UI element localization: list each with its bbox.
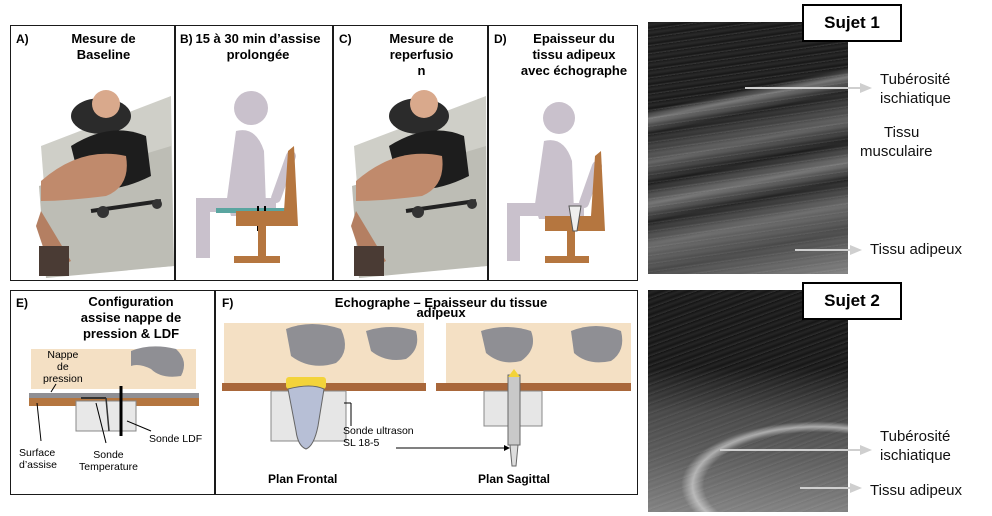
probe-label-line1: Sonde ultrason	[343, 425, 414, 437]
pressure-setup-diagram	[29, 346, 199, 444]
panel-f-title: Echographe – Epaisseur du tissue adipeux	[276, 295, 606, 321]
panel-d-title: Epaisseur du tissu adipeux avec échograp…	[511, 31, 637, 79]
surface-label-line1: Surface	[19, 447, 56, 459]
subject1-muscle-line1: Tissu	[884, 124, 920, 141]
panel-f-letter: F)	[222, 296, 234, 310]
seated-person-icon	[196, 91, 298, 263]
panel-e-title-line3: pression & LDF	[82, 326, 180, 341]
panel-e-letter: E)	[16, 296, 28, 310]
panel-a-title-line2: Baseline	[76, 47, 131, 62]
nappe-label-line1: Nappe	[47, 349, 79, 361]
panel-a-title-line1: Mesure de	[71, 31, 136, 46]
panel-a-letter: A)	[16, 32, 29, 46]
temp-probe-label-line1: Sonde	[93, 449, 124, 461]
subject2-title: Sujet 2	[802, 282, 902, 320]
ultrasound-image-subject1	[648, 22, 848, 274]
subject1-fat-label: Tissu adipeux	[870, 241, 962, 258]
surface-label: Surface d’assise	[19, 447, 57, 471]
subject1-title: Sujet 1	[802, 4, 902, 42]
panel-c: C) Mesure de reperfusio n	[333, 25, 488, 281]
baseline-photo	[36, 90, 174, 278]
subject1-tuberosity-line1: Tubérosité	[880, 71, 951, 88]
nappe-label-line2: de	[57, 361, 69, 373]
surface-label-line2: d’assise	[19, 459, 57, 471]
panel-b-title: 15 à 30 min d’assise prolongée	[184, 31, 332, 63]
probe-label: Sonde ultrason SL 18-5	[343, 425, 414, 449]
subject2-tuberosity-label: Tubérosité ischiatique	[880, 427, 951, 465]
panel-b-title-line1: 15 à 30 min d’assise	[195, 31, 321, 46]
panel-d-title-line1: Epaisseur du	[533, 31, 615, 46]
subject1-tuberosity-line2: ischiatique	[880, 90, 951, 107]
subject1-muscle-label: Tissu musculaire	[860, 123, 933, 161]
temp-probe-label: Sonde Temperature	[79, 449, 138, 473]
probe-label-line2: SL 18-5	[343, 437, 380, 449]
panel-f-title-line1: Echographe – Epaisseur du tissue	[334, 295, 548, 310]
panel-b-title-line2: prolongée	[226, 47, 290, 62]
panel-d: D) Epaisseur du tissu adipeux avec échog…	[488, 25, 638, 281]
subject1-muscle-line2: musculaire	[860, 143, 933, 160]
panel-c-title: Mesure de reperfusio n	[359, 31, 484, 79]
panel-b: B) 15 à 30 min d’assise prolongée	[175, 25, 333, 281]
panel-c-letter: C)	[339, 32, 352, 46]
panel-f: F) Echographe – Epaisseur du tissue adip…	[215, 290, 638, 495]
panel-a-title: Mesure de Baseline	[41, 31, 166, 63]
subject2-fat-label: Tissu adipeux	[870, 482, 962, 499]
panel-e-title-line2: assise nappe de	[80, 310, 182, 325]
plan-frontal-label: Plan Frontal	[268, 472, 338, 486]
panel-d-letter: D)	[494, 32, 507, 46]
ldf-probe-label: Sonde LDF	[149, 433, 203, 445]
subject2-tuberosity-line1: Tubérosité	[880, 428, 951, 445]
panel-e: E) Configuration assise nappe de pressio…	[10, 290, 215, 495]
plan-sagittal-label: Plan Sagittal	[478, 472, 551, 486]
temp-probe-label-line2: Temperature	[79, 461, 138, 473]
panel-e-title: Configuration assise nappe de pression &…	[51, 294, 211, 342]
panel-c-title-line2: reperfusio	[389, 47, 454, 62]
subject2-tuberosity-line2: ischiatique	[880, 447, 951, 464]
panel-e-title-line1: Configuration	[88, 294, 174, 309]
probe-planes-diagram	[222, 323, 631, 467]
nappe-label-line3: pression	[43, 373, 83, 385]
panel-c-title-line3: n	[417, 63, 426, 78]
panel-f-title-line2: adipeux	[416, 305, 466, 320]
reperfusion-photo	[351, 90, 487, 278]
nappe-label: Nappe de pression	[43, 349, 83, 385]
panel-c-title-line1: Mesure de	[389, 31, 454, 46]
panel-b-letter: B)	[180, 32, 193, 46]
panel-a: A) Mesure de Baseline	[10, 25, 175, 281]
ultrasound-image-subject2	[648, 290, 848, 512]
panel-d-title-line3: avec échographe	[520, 63, 628, 78]
seated-ultrasound-icon	[507, 102, 605, 263]
subject1-tuberosity-label: Tubérosité ischiatique	[880, 70, 951, 108]
panel-d-title-line2: tissu adipeux	[532, 47, 616, 62]
